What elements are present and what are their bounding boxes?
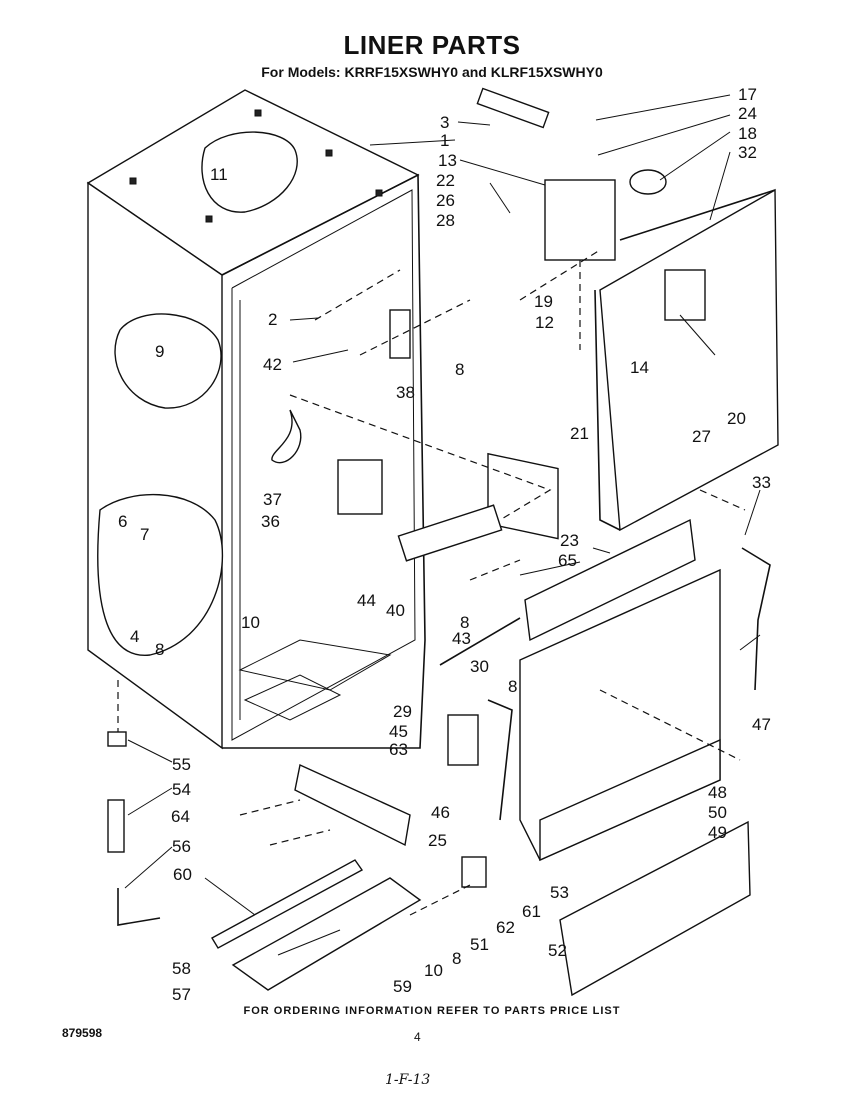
callout-60: 60 — [173, 865, 192, 884]
callout-7: 7 — [140, 525, 149, 544]
page-number: 4 — [414, 1030, 421, 1044]
part-60 — [211, 859, 364, 949]
callout-12: 12 — [535, 313, 554, 332]
callout-25: 25 — [428, 831, 447, 850]
detail-blob-9 — [114, 313, 222, 409]
callout-47: 47 — [752, 715, 771, 734]
callout-13: 13 — [438, 151, 457, 170]
callout-8b: 8 — [155, 640, 164, 659]
callout-21: 21 — [570, 424, 589, 443]
detail-blob-6 — [97, 493, 223, 656]
part-63 — [294, 763, 411, 847]
callout-22: 22 — [436, 171, 455, 190]
part-25-grille — [539, 738, 721, 862]
part-18 — [629, 169, 667, 195]
callout-58: 58 — [172, 959, 191, 978]
callout-29: 29 — [393, 702, 412, 721]
callout-46: 46 — [431, 803, 450, 822]
part-13-housing — [544, 179, 616, 261]
part-36-motor — [337, 459, 383, 515]
page-subtitle: For Models: KRRF15XSWHY0 and KLRF15XSWHY… — [261, 64, 603, 80]
part-46 — [487, 699, 513, 821]
callout-53: 53 — [550, 883, 569, 902]
part-61 — [461, 856, 487, 888]
callout-32: 32 — [738, 143, 757, 162]
callout-3: 3 — [440, 113, 449, 132]
callout-8e: 8 — [452, 949, 461, 968]
callout-55: 55 — [172, 755, 191, 774]
part-23 — [524, 518, 696, 642]
right-wall-32 — [594, 188, 779, 532]
callout-11: 11 — [210, 165, 228, 184]
callout-10a: 10 — [241, 613, 260, 632]
callout-63: 63 — [389, 740, 408, 759]
callout-30: 30 — [470, 657, 489, 676]
callout-38: 38 — [396, 383, 415, 402]
part-53 — [559, 820, 751, 997]
callout-14: 14 — [630, 358, 649, 377]
part-45 — [447, 714, 479, 766]
callout-59: 59 — [393, 977, 412, 996]
callout-28: 28 — [436, 211, 455, 230]
callout-19: 19 — [534, 292, 553, 311]
handwritten-note: 1-F-13 — [385, 1072, 431, 1088]
callout-9: 9 — [155, 342, 164, 361]
callout-37: 37 — [263, 490, 282, 509]
callout-27: 27 — [692, 427, 711, 446]
callout-40: 40 — [386, 601, 405, 620]
callout-50: 50 — [708, 803, 727, 822]
part-56 — [117, 888, 161, 926]
detail-blob-11 — [201, 131, 298, 213]
callout-8c: 8 — [460, 613, 469, 632]
callout-65: 65 — [558, 551, 577, 570]
part-59 — [231, 877, 422, 991]
callout-42: 42 — [263, 355, 282, 374]
callout-45: 45 — [389, 722, 408, 741]
callout-17: 17 — [738, 85, 757, 104]
callout-24: 24 — [738, 104, 757, 123]
part-14 — [664, 269, 706, 321]
part-55 — [107, 731, 127, 747]
callout-64: 64 — [171, 807, 190, 826]
callout-62: 62 — [496, 918, 515, 937]
callout-51: 51 — [470, 935, 489, 954]
callout-6: 6 — [118, 512, 127, 531]
callout-54: 54 — [172, 780, 191, 799]
callout-43: 43 — [452, 629, 471, 648]
callout-33: 33 — [752, 473, 771, 492]
callout-52: 52 — [548, 941, 567, 960]
callout-20: 20 — [727, 409, 746, 428]
page-title: LINER PARTS — [343, 30, 521, 60]
callout-18: 18 — [738, 124, 757, 143]
part-47 — [741, 547, 771, 691]
callout-26: 26 — [436, 191, 455, 210]
callout-36: 36 — [261, 512, 280, 531]
callout-10b: 10 — [424, 961, 443, 980]
document-number: 879598 — [62, 1026, 103, 1040]
callout-1: 1 — [440, 131, 449, 150]
part-3 — [476, 87, 550, 129]
callout-57: 57 — [172, 985, 191, 1004]
callout-44: 44 — [357, 591, 376, 610]
callout-61: 61 — [522, 902, 541, 921]
callout-49: 49 — [708, 823, 727, 842]
callout-23: 23 — [560, 531, 579, 550]
part-37-fan — [271, 409, 302, 464]
ordering-note: FOR ORDERING INFORMATION REFER TO PARTS … — [243, 1005, 621, 1017]
part-29 — [439, 617, 521, 666]
part-54 — [107, 799, 125, 853]
part-38 — [389, 309, 411, 359]
callout-56: 56 — [172, 837, 191, 856]
callout-48: 48 — [708, 783, 727, 802]
callout-4: 4 — [130, 627, 139, 646]
part-40-bracket — [397, 504, 503, 562]
callout-2: 2 — [268, 310, 277, 329]
callout-8a: 8 — [455, 360, 464, 379]
callout-8d: 8 — [508, 677, 517, 696]
